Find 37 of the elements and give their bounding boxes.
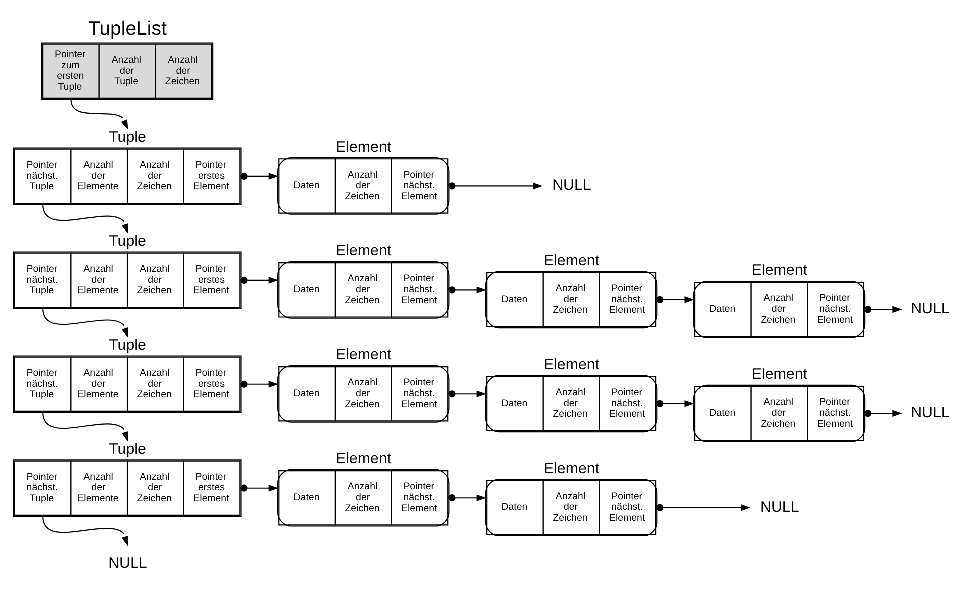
node-label: Element bbox=[544, 460, 600, 477]
node-label: Tuple bbox=[109, 232, 146, 250]
arrow bbox=[240, 484, 279, 492]
arrow bbox=[448, 182, 543, 190]
node-label: Element bbox=[336, 242, 392, 260]
arrow bbox=[70, 98, 128, 130]
node-text: NULL bbox=[552, 176, 592, 194]
node-label: Element bbox=[336, 138, 392, 156]
arrow bbox=[864, 410, 902, 417]
arrow bbox=[42, 308, 128, 338]
node-label: TupleList bbox=[88, 18, 167, 40]
node-label: Element bbox=[752, 262, 808, 279]
node-label: Element bbox=[544, 252, 600, 269]
node-text: NULL bbox=[911, 300, 950, 318]
node-label: Element bbox=[336, 450, 392, 468]
arrow bbox=[656, 504, 751, 511]
arrow bbox=[240, 172, 279, 180]
node-text: NULL bbox=[911, 404, 950, 422]
arrow bbox=[240, 276, 279, 284]
arrow bbox=[448, 390, 487, 398]
node-label: Tuple bbox=[109, 336, 146, 354]
arrow bbox=[42, 204, 128, 234]
node-label: Tuple bbox=[109, 440, 146, 458]
arrow bbox=[448, 286, 487, 294]
arrow bbox=[656, 400, 694, 407]
node-text: NULL bbox=[760, 498, 800, 516]
node-label: Element bbox=[336, 346, 392, 364]
arrow bbox=[448, 494, 487, 502]
node-label: Element bbox=[544, 356, 600, 373]
arrow bbox=[42, 412, 128, 442]
node-label: Element bbox=[752, 366, 808, 383]
node-label: Tuple bbox=[109, 128, 146, 146]
arrow bbox=[864, 306, 902, 313]
arrow bbox=[42, 516, 128, 546]
node-text: NULL bbox=[108, 554, 148, 572]
arrow bbox=[240, 380, 279, 388]
arrow bbox=[656, 296, 694, 303]
